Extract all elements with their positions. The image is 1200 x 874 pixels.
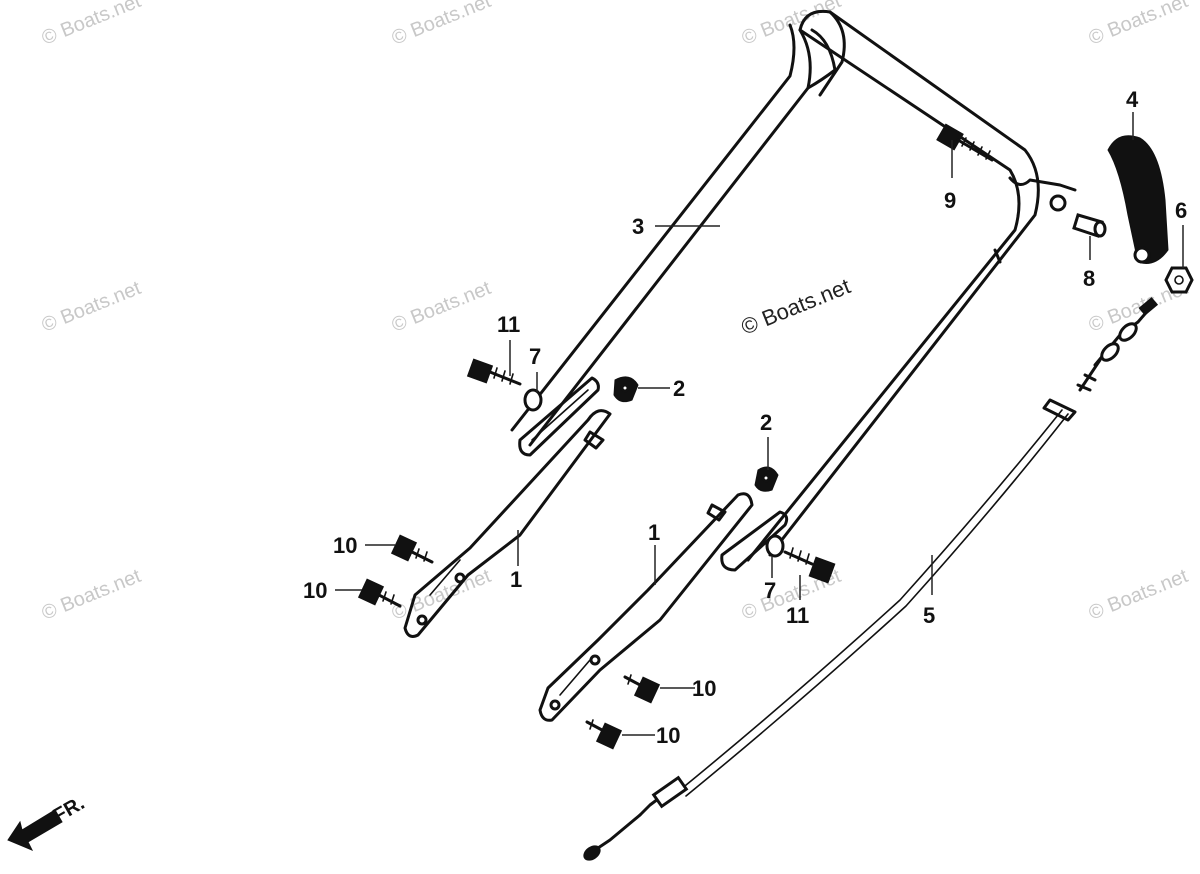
bolt-11-right bbox=[783, 547, 836, 584]
cable-ferrule-icon bbox=[651, 775, 689, 809]
front-direction-indicator: FR. bbox=[7, 792, 88, 851]
callout-8: 8 bbox=[1083, 266, 1095, 291]
bolt-9 bbox=[936, 123, 994, 162]
cable-adjuster-icon bbox=[1100, 342, 1120, 362]
bolt-hole-icon bbox=[589, 654, 601, 666]
callout-10-d: 10 bbox=[656, 723, 680, 748]
hinge-bolt-icon bbox=[1049, 194, 1067, 212]
bolt-hole-icon bbox=[454, 572, 466, 584]
callout-4: 4 bbox=[1126, 87, 1139, 112]
callout-5: 5 bbox=[923, 603, 935, 628]
throttle-cable bbox=[583, 297, 1159, 861]
clip-2-lower bbox=[754, 466, 779, 492]
callout-3: 3 bbox=[632, 214, 644, 239]
callout-7-left: 7 bbox=[529, 344, 541, 369]
callout-2-lower: 2 bbox=[760, 410, 772, 435]
bolt-10-d bbox=[585, 719, 623, 750]
watermark: © Boats.net bbox=[389, 0, 495, 50]
callout-11-right: 11 bbox=[786, 603, 809, 628]
washer-7-left bbox=[523, 388, 543, 412]
cable-end-icon bbox=[1138, 297, 1159, 316]
watermark-layer: © Boats.net © Boats.net © Boats.net © Bo… bbox=[39, 0, 1192, 625]
upper-handle bbox=[510, 9, 1077, 572]
clip-2-upper bbox=[613, 376, 639, 403]
bolt-hole-icon bbox=[416, 614, 428, 626]
watermark: © Boats.net bbox=[389, 277, 495, 337]
callout-10-b: 10 bbox=[303, 578, 327, 603]
callouts: 3 4 6 9 8 11 7 2 2 1 1 10 10 10 10 7 11 … bbox=[303, 87, 1187, 748]
watermark: © Boats.net bbox=[1086, 565, 1192, 625]
lower-handle-left bbox=[403, 409, 612, 638]
lever-pivot-icon bbox=[1133, 246, 1151, 264]
bolt-10-c bbox=[623, 674, 661, 704]
callout-1-right: 1 bbox=[648, 520, 660, 545]
bolt-10-b bbox=[357, 578, 402, 608]
callout-7-right: 7 bbox=[764, 578, 776, 603]
bolt-11-left bbox=[466, 358, 522, 386]
watermark: © Boats.net bbox=[39, 0, 145, 50]
callout-6: 6 bbox=[1175, 198, 1187, 223]
control-lever bbox=[1107, 135, 1169, 264]
callout-2-upper: 2 bbox=[673, 376, 685, 401]
callout-1-left: 1 bbox=[510, 567, 522, 592]
bolt-10-a bbox=[390, 534, 434, 564]
watermark: © Boats.net bbox=[39, 277, 145, 337]
center-watermark: © Boats.net bbox=[738, 273, 854, 339]
callout-10-c: 10 bbox=[692, 676, 716, 701]
cable-eyelet-icon bbox=[583, 845, 601, 861]
watermark: © Boats.net bbox=[1086, 0, 1192, 50]
callout-11-left: 11 bbox=[497, 312, 520, 337]
cable-adjuster-icon bbox=[1118, 322, 1138, 342]
nut bbox=[1164, 266, 1194, 294]
callout-10-a: 10 bbox=[333, 533, 357, 558]
callout-9: 9 bbox=[944, 188, 956, 213]
lower-handle-right bbox=[538, 492, 754, 722]
leader-lines bbox=[335, 112, 1184, 736]
bolt-hole-icon bbox=[549, 699, 561, 711]
watermark: © Boats.net bbox=[39, 565, 145, 625]
arrow-left-down-icon bbox=[7, 809, 63, 851]
washer-7-right bbox=[765, 534, 785, 558]
collar bbox=[1072, 213, 1107, 238]
